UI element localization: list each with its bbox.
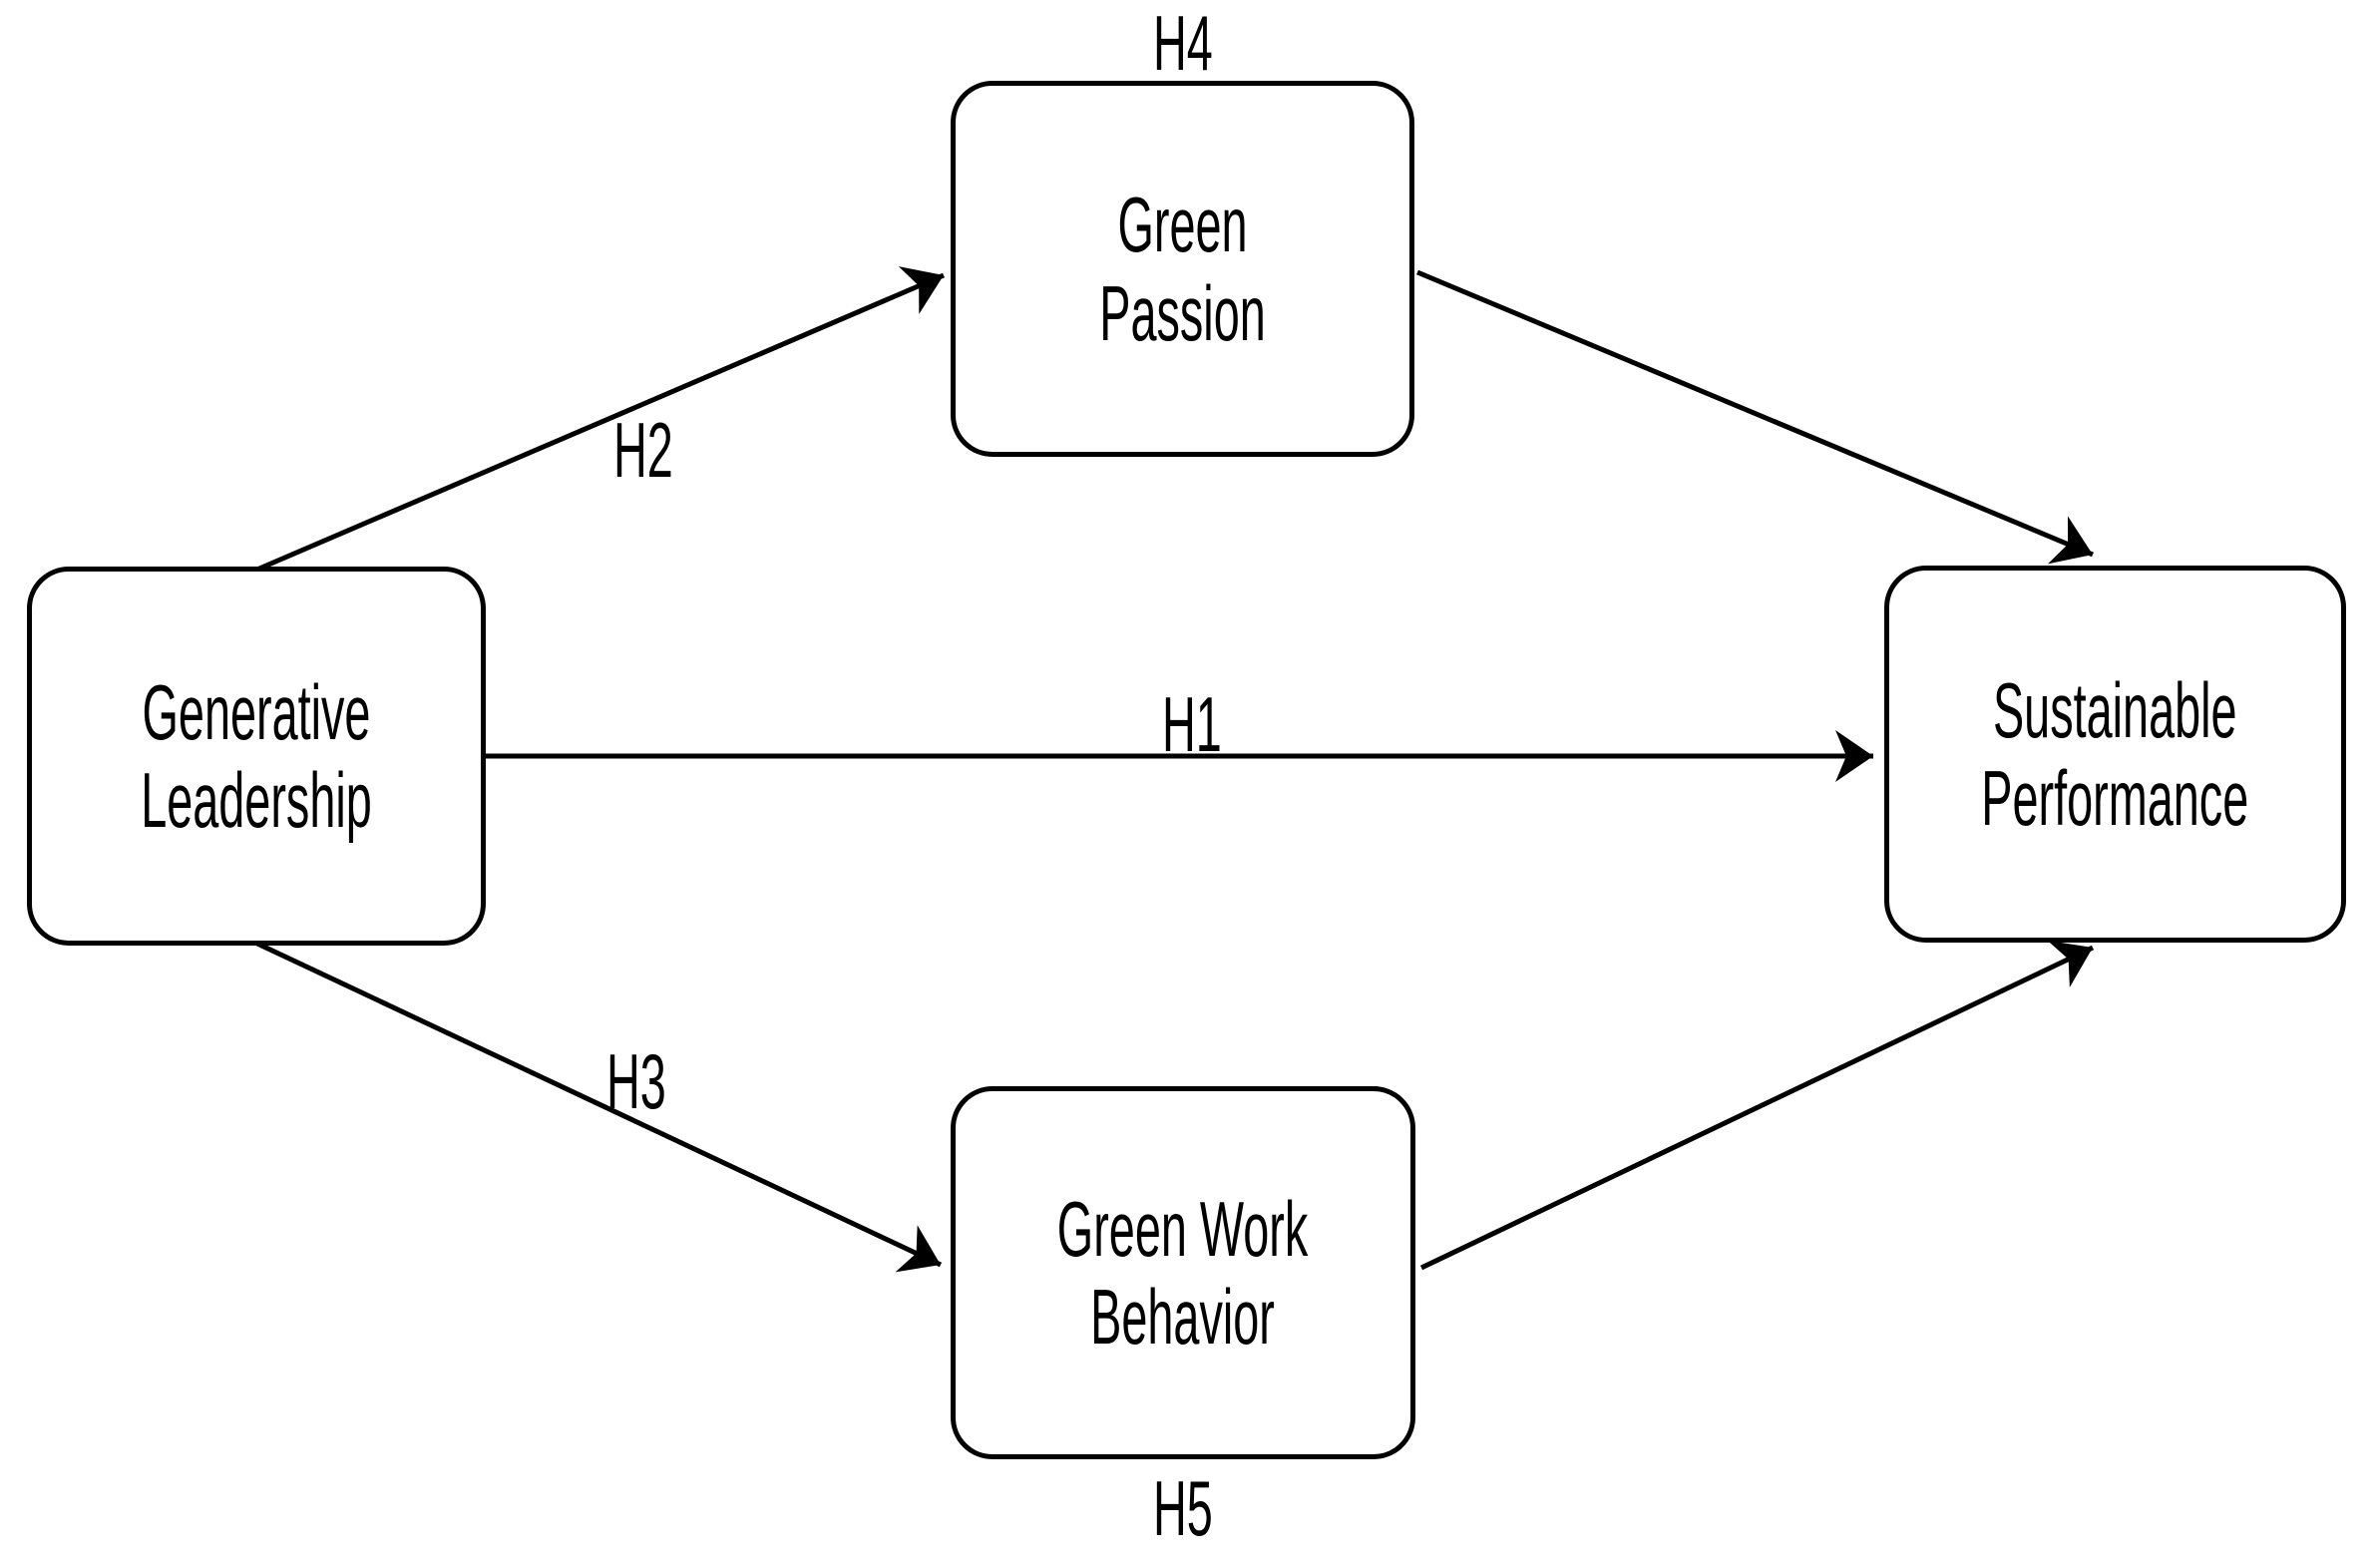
node-green-passion-label: Green Passion xyxy=(1099,181,1266,357)
hypothesis-label-h3: H3 xyxy=(457,1042,816,1120)
node-sustainable-performance: Sustainable Performance xyxy=(1884,566,2346,943)
node-generative-leadership: Generative Leadership xyxy=(27,567,486,946)
hypothesis-label-h1: H1 xyxy=(1012,685,1372,763)
hypothesis-label-h5-text: H5 xyxy=(1153,1464,1213,1552)
node-green-work-behavior: Green Work Behavior xyxy=(951,1086,1415,1459)
arrow-gl-to-gp xyxy=(258,266,945,572)
arrow-gl-to-gwb xyxy=(255,941,943,1273)
node-green-passion: Green Passion xyxy=(951,81,1414,457)
hypothesis-label-h5: H5 xyxy=(1003,1469,1363,1547)
hypothesis-label-h3-text: H3 xyxy=(606,1037,666,1125)
arrow-gwb-to-sp xyxy=(1419,940,2095,1271)
arrow-gp-to-sp xyxy=(1416,269,2094,565)
hypothesis-label-h1-text: H1 xyxy=(1162,680,1222,768)
node-sustainable-performance-label: Sustainable Performance xyxy=(1981,665,2249,842)
node-green-work-behavior-label: Green Work Behavior xyxy=(1057,1184,1309,1361)
hypothesis-label-h2-text: H2 xyxy=(613,406,673,494)
hypothesis-label-h2: H2 xyxy=(464,411,823,489)
hypothesis-label-h4-text: H4 xyxy=(1153,0,1213,87)
node-generative-leadership-label: Generative Leadership xyxy=(141,667,372,844)
hypothesis-label-h4: H4 xyxy=(1003,4,1363,82)
